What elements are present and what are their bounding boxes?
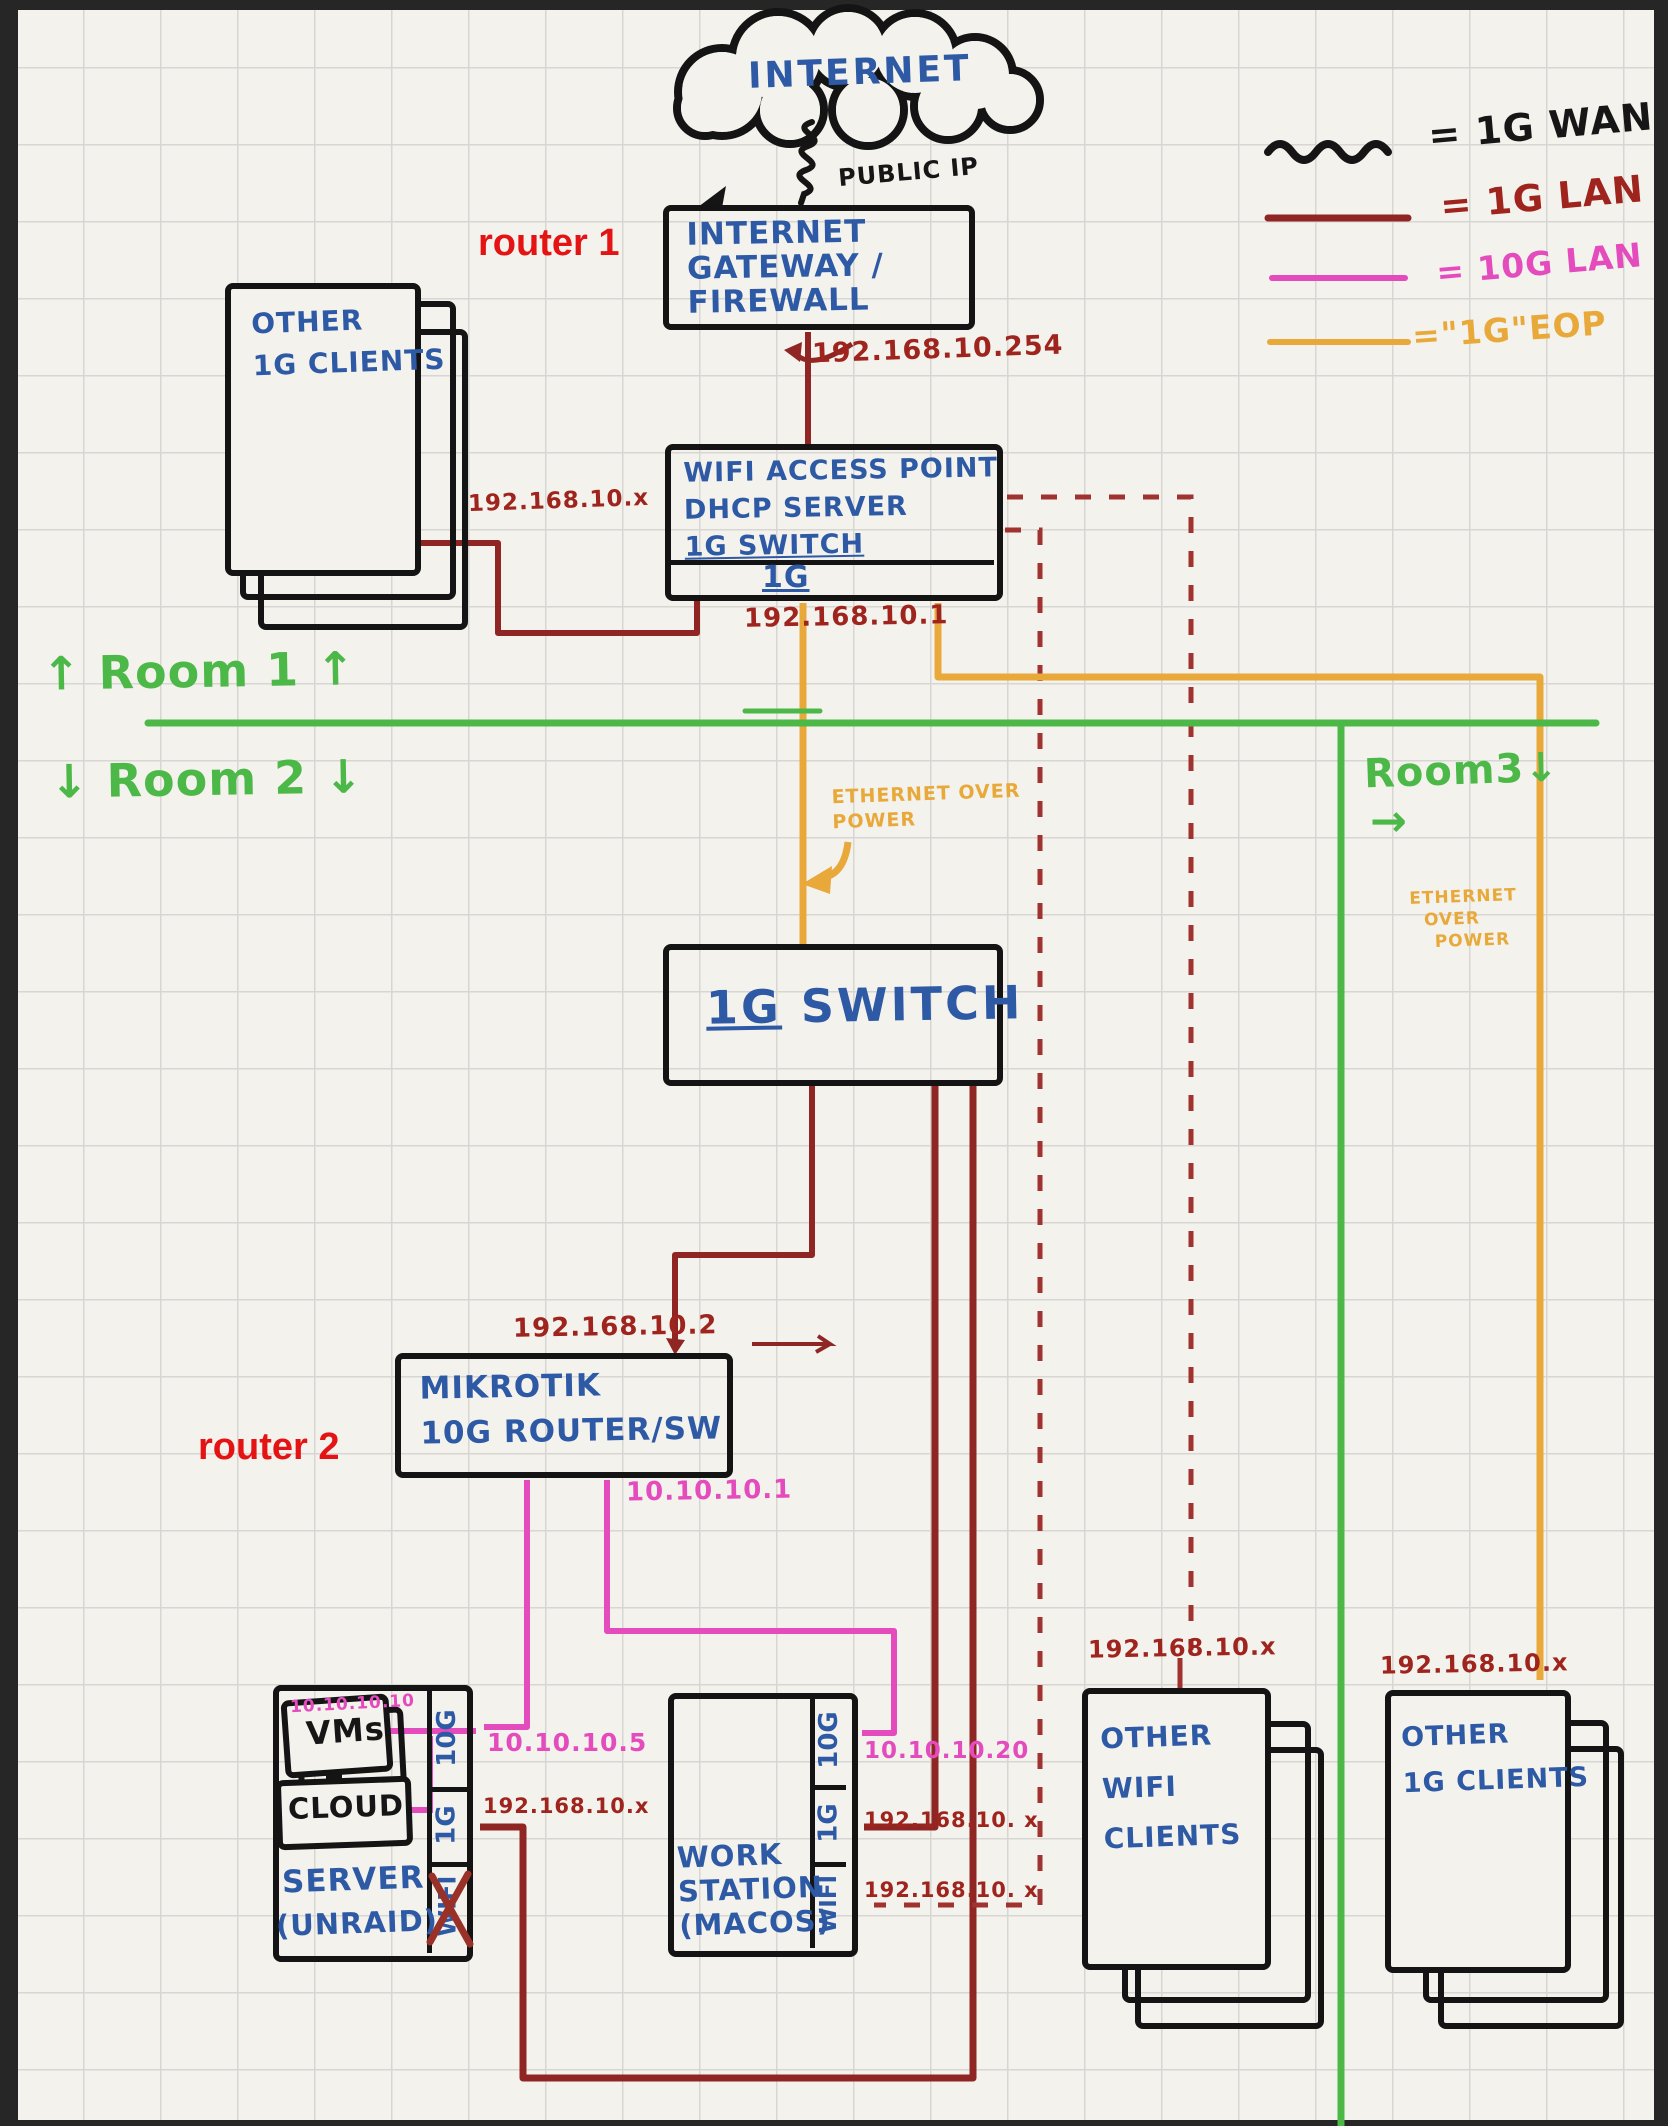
server-port-divider-1 [430,1787,467,1792]
internet-cloud-label: INTERNET [747,48,973,97]
server-port-1g: 1G [432,1805,462,1845]
ip2-underline [752,1334,837,1354]
server-1g-ip-label: 192.168.10.x [483,1794,650,1818]
server-port-divider-2 [430,1862,467,1867]
router1-annotation: router 1 [478,222,620,264]
room3-arrow: → [1370,796,1408,847]
lan-switch-to-workstation [864,1086,939,1831]
workstation-port-column [810,1696,815,1948]
gateway-node [663,205,975,330]
mikrotik-10g-ip-label: 10.10.10.1 [625,1474,793,1508]
room2-label: ↓ Room 2 ↓ [49,749,365,809]
wifi-clients-node [1082,1688,1271,1970]
ap-divider [668,560,994,565]
server-port-10g: 10G [432,1709,462,1767]
mikrotik-lan-ip-label: 192.168.10.2 [512,1310,718,1344]
wifi-ap-to-workstation [874,527,1043,1908]
wifi-ap-to-wificlients [1007,494,1194,1650]
lan-switch-to-mikrotik [672,1086,815,1348]
router2-annotation: router 2 [198,1426,340,1468]
switch-label: 1G SWITCH [705,975,1024,1035]
wan-arrowhead [698,186,726,208]
workstation-wifi-ip-label: 192.168.10. x [864,1878,1039,1902]
clients-right-ip-label: 192.168.10.x [1379,1648,1569,1680]
clients-top-node [225,283,421,576]
workstation-1g-ip-label: 192.168.10. x [864,1808,1039,1832]
server-label-2: (UNRAID) [275,1903,439,1943]
ap-node [665,444,1003,601]
room1-label: ↑ Room 1 ↑ [41,641,357,701]
lan-clients-to-ap [415,540,700,636]
eop-arrowhead [802,866,832,894]
internet-cloud [673,4,1044,150]
workstation-node [668,1693,858,1957]
wan-line [796,119,818,206]
eop-ap-to-room3 [934,603,1544,1680]
workstation-10g-ip-label: 10.10.10.20 [864,1738,1030,1764]
pink-mikrotik-to-server [484,1480,530,1730]
mikrotik-node [395,1353,733,1478]
ap-port-label: 1G [762,560,810,595]
server-10g-ip-label: 10.10.10.5 [487,1728,648,1757]
cloud-app-label: CLOUD [287,1787,405,1827]
lan-switch-to-server-loop [480,1086,977,2082]
ap-ip-label: 192.168.10.1 [743,600,949,634]
mikrotik-arrowhead [666,1338,685,1355]
legend-wan-line [1264,140,1392,164]
wifi-clients-ip-label: 192.168.10.x [1087,1632,1277,1664]
pink-mikrotik-to-workstation [604,1480,897,1736]
workstation-port-divider-1 [813,1785,846,1790]
server-port-column [427,1688,432,1953]
eop-right-label: ETHERNET OVER POWER [1408,885,1518,953]
clients-right-node [1385,1690,1571,1973]
workstation-port-10g: 10G [814,1710,844,1769]
switch-node [663,944,1003,1086]
workstation-port-divider-2 [813,1862,846,1867]
gateway-ip-arrowhead [784,342,802,362]
room3-label: Room3↓ [1363,744,1560,798]
server-label-1: SERVER [281,1859,426,1901]
